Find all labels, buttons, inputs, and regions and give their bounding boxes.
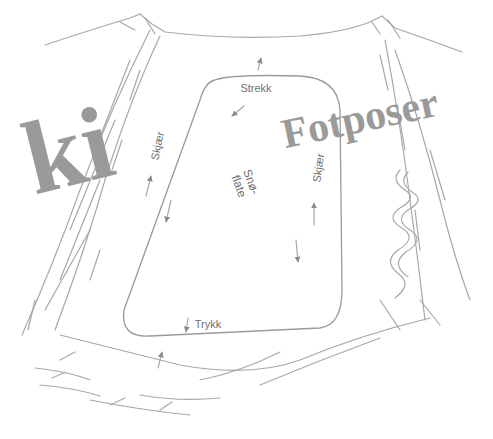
field-label: Snø- flate — [227, 163, 263, 205]
watermark: Fotposer — [278, 80, 442, 156]
stress-label: Trykk — [195, 319, 221, 331]
stress-label: Skjær — [149, 131, 166, 162]
stress-label: Skjær — [311, 153, 326, 183]
stress-label: Strekk — [240, 83, 271, 95]
watermark: ki — [13, 87, 124, 214]
